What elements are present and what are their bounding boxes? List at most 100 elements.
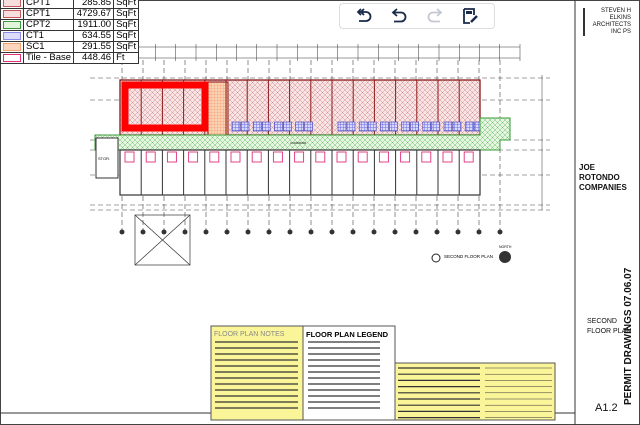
tile-base xyxy=(442,151,453,163)
tile-base xyxy=(378,151,389,163)
legend-value: 634.55 xyxy=(73,30,115,42)
legend-unit: SqFt xyxy=(113,41,140,53)
grid-bubble xyxy=(266,229,272,235)
plan-title: SECOND FLOOR PLAN xyxy=(444,254,493,259)
annotation-toolbar xyxy=(339,3,495,29)
legend-swatch xyxy=(0,8,24,20)
grid-bubble xyxy=(329,229,335,235)
legend-unit: SqFt xyxy=(113,8,140,20)
tile-area xyxy=(304,121,313,132)
legend-name: CPT2 xyxy=(22,19,75,31)
client-name: JOE ROTONDO COMPANIES xyxy=(579,163,627,192)
tile-area xyxy=(401,121,410,132)
tile-area xyxy=(452,121,462,132)
tile-area xyxy=(274,121,283,132)
tile-area xyxy=(240,121,250,132)
tile-base xyxy=(294,151,305,163)
tile-area xyxy=(464,121,474,132)
legend-name: CT1 xyxy=(22,30,75,42)
redo-icon xyxy=(427,8,443,23)
tile-area xyxy=(443,121,453,132)
architect-logo-text: STEVEN H ELKINS ARCHITECTS INC PS xyxy=(592,8,631,35)
legend-panel xyxy=(302,325,396,421)
tile-area xyxy=(431,121,441,132)
tile-base xyxy=(124,151,135,163)
legend-name: CPT1 xyxy=(22,8,75,20)
tile-area xyxy=(252,121,262,132)
grid-bubble xyxy=(161,229,167,235)
legend-swatch xyxy=(0,52,24,64)
sc1-area xyxy=(207,81,229,136)
legend-swatch xyxy=(0,41,24,53)
corridor-label: CORRIDOR xyxy=(290,141,307,145)
tile-area xyxy=(295,121,304,132)
grid-bubble xyxy=(182,229,188,235)
legend-value: 1911.00 xyxy=(73,19,115,31)
permit-stamp: PERMIT DRAWINGS 07.06.07 xyxy=(623,267,634,405)
grid-bubble xyxy=(203,229,209,235)
grid-bubble xyxy=(371,229,377,235)
grid-bubble xyxy=(119,229,125,235)
tile-base xyxy=(188,151,199,163)
tile-area xyxy=(358,121,368,132)
grid-bubble xyxy=(476,229,482,235)
legend-swatch xyxy=(0,0,24,9)
tile-base xyxy=(166,151,177,163)
notes-title: FLOOR PLAN NOTES xyxy=(214,331,285,338)
undo-all-button[interactable] xyxy=(352,5,376,27)
tile-area xyxy=(337,121,347,132)
tile-area xyxy=(422,121,432,132)
redo-button[interactable] xyxy=(423,5,447,27)
tile-area xyxy=(389,121,398,132)
grid-bubble xyxy=(308,229,314,235)
tile-base xyxy=(145,151,156,163)
grid-bubble xyxy=(245,229,251,235)
undo-all-icon xyxy=(356,8,372,22)
undo-button[interactable] xyxy=(387,5,411,27)
grid-bubble xyxy=(287,229,293,235)
legend-unit: SqFt xyxy=(113,19,140,31)
tile-base xyxy=(272,151,283,163)
tile-base xyxy=(315,151,326,163)
tile-area xyxy=(346,121,356,132)
grid-bubble xyxy=(350,229,356,235)
tile-base xyxy=(209,151,220,163)
grid-bubble xyxy=(497,229,503,235)
grid-bubble xyxy=(434,229,440,235)
notes-panel xyxy=(210,325,304,421)
edit-document-icon xyxy=(463,8,479,24)
stor-label: STOR. xyxy=(98,156,110,161)
legend-value: 291.55 xyxy=(73,41,115,53)
tile-base xyxy=(400,151,411,163)
elevator-detail xyxy=(134,214,191,266)
tile-base xyxy=(357,151,368,163)
north-label: NORTH xyxy=(499,245,512,249)
tile-area xyxy=(380,121,389,132)
tile-area xyxy=(283,121,292,132)
sheet-number: A1.2 xyxy=(595,402,618,414)
markup-button[interactable] xyxy=(458,5,482,27)
grid-bubble xyxy=(392,229,398,235)
tile-area xyxy=(367,121,377,132)
legend-value: 4729.67 xyxy=(73,8,115,20)
legend-value: 448.46 xyxy=(73,52,115,64)
sheet-title: SECOND FLOOR PLAN xyxy=(587,318,632,335)
tile-base xyxy=(421,151,432,163)
tile-base xyxy=(463,151,474,163)
architect-logo: STEVEN H ELKINS ARCHITECTS INC PS xyxy=(583,8,631,36)
legend-swatch xyxy=(0,30,24,42)
grid-bubble xyxy=(224,229,230,235)
selection-highlight xyxy=(121,81,209,132)
undo-icon xyxy=(391,8,407,23)
legend-name: SC1 xyxy=(22,41,75,53)
tile-area xyxy=(410,121,419,132)
legend-swatch xyxy=(0,19,24,31)
legend-unit: Ft xyxy=(113,52,140,64)
